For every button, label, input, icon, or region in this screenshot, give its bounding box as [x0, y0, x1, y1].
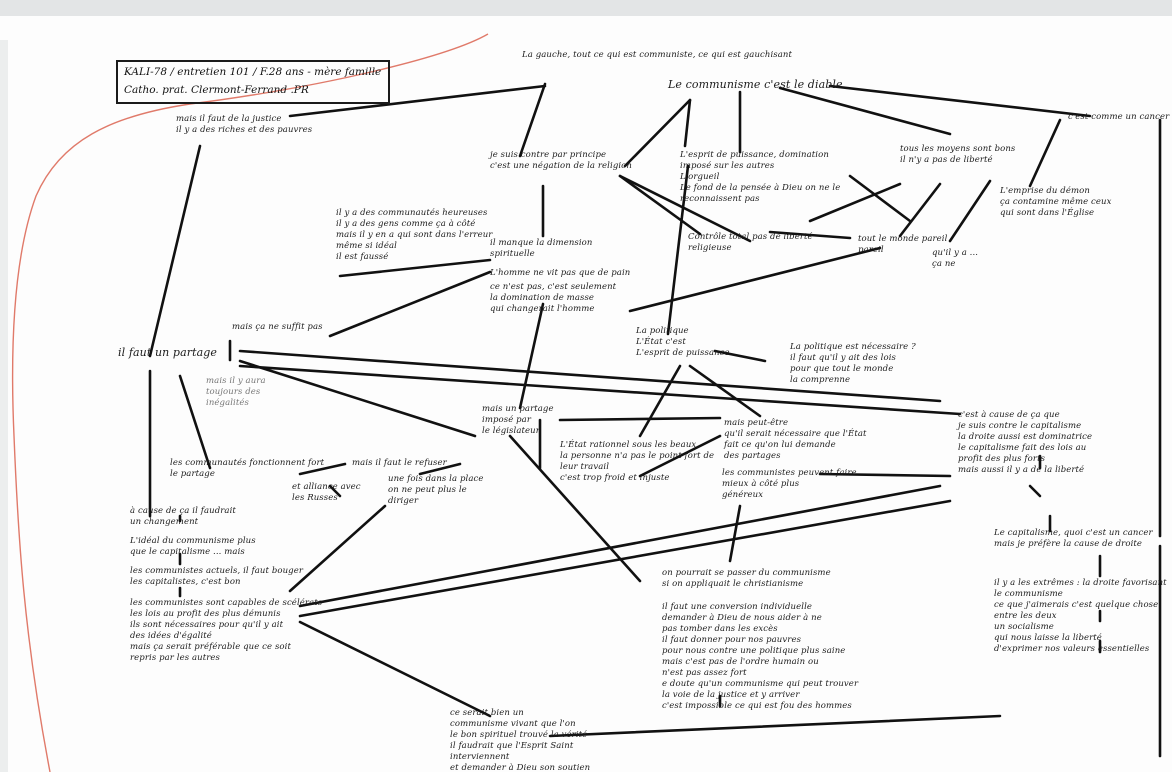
- note-christianisme: on pourrait se passer du communisme si o…: [662, 568, 831, 589]
- note-communautes-fonctionnent: les communautés fonctionnent fort le par…: [170, 458, 325, 479]
- note-emprise-demon: L'emprise du démon ça contamine même ceu…: [1000, 186, 1112, 218]
- note-faut-refuser: mais il faut le refuser: [352, 458, 447, 468]
- note-bottom-center: ce serait bien un communisme vivant que …: [450, 708, 591, 772]
- note-cause-capitalisme: c'est à cause de ça que je suis contre l…: [958, 410, 1093, 475]
- note-top-center: La gauche, tout ce qui est communiste, c…: [522, 50, 793, 60]
- note-communisme-diable: Le communisme c'est le diable: [668, 78, 843, 91]
- header-line-2: Catho. prat. Clermont-Ferrand .PR: [124, 84, 309, 96]
- note-mais-peut-etre: mais peut-être qu'il serait nécessaire q…: [724, 418, 867, 461]
- sheet-left-edge: [0, 40, 8, 772]
- note-politique-necessaire: La politique est nécessaire ? il faut qu…: [790, 342, 916, 385]
- connector-lines: [148, 82, 1162, 758]
- note-communautes-heureuses: il y a des communautés heureuses il y a …: [336, 208, 493, 262]
- note-communistes-actuels: les communistes actuels, il faut bouger …: [130, 566, 303, 587]
- note-controle-religieuse: Contrôle total pas de liberté religieuse: [688, 232, 813, 253]
- note-conversion: il faut une conversion individuelle dema…: [662, 602, 859, 711]
- note-gray-inegalites: mais il y aura toujours des inégalités: [206, 376, 266, 408]
- note-esprit-puissance: L'esprit de puissance, domination imposé…: [680, 150, 841, 204]
- note-politique-etat: La politique L'État c'est L'esprit de pu…: [636, 326, 730, 358]
- note-suffit-pas: mais ça ne suffit pas: [232, 322, 323, 332]
- note-faut-partage: il faut un partage: [118, 346, 218, 359]
- note-capitalisme-quoi: Le capitalisme, quoi c'est un cancer mai…: [994, 528, 1153, 549]
- note-bout-place: une fois dans la place on ne peut plus l…: [388, 474, 484, 506]
- header-box: KALI-78 / entretien 101 / F.28 ans - mèr…: [116, 60, 390, 104]
- note-alliance: et alliance avec les Russes: [292, 482, 361, 503]
- note-entre-deux: il y a les extrêmes : la droite favorisa…: [994, 578, 1167, 654]
- note-homme-pain: L'homme ne vit pas que de pain: [490, 268, 631, 278]
- note-yeux-ne: qu'il y a ... ça ne: [932, 248, 979, 269]
- header-line-1: KALI-78 / entretien 101 / F.28 ans - mèr…: [124, 66, 382, 78]
- note-comme-cancer: c'est comme un cancer: [1068, 112, 1170, 122]
- note-domination-masse: ce n'est pas, c'est seulement la dominat…: [490, 282, 617, 314]
- note-capables-scelerat: les communistes sont capables de scéléra…: [130, 598, 323, 663]
- red-margin-line: [11, 33, 489, 772]
- handwritten-mindmap-sheet: KALI-78 / entretien 101 / F.28 ans - mèr…: [0, 16, 1172, 772]
- note-justice: mais il faut de la justice il y a des ri…: [176, 114, 313, 135]
- note-etat-rationnel: L'État rationnel sous les beaux la perso…: [560, 440, 715, 483]
- note-changement: à cause de ça il faudrait un changement: [130, 506, 236, 527]
- note-dimension-spirituelle: il manque la dimension spirituelle: [490, 238, 593, 259]
- note-partage-imposer: mais un partage imposé par le législateu…: [482, 404, 554, 436]
- note-moyens-bons: tous les moyens sont bons il n'y a pas d…: [900, 144, 1016, 165]
- note-monde-pareil: tout le monde pareil pareil: [858, 234, 948, 255]
- note-ideal-communisme: L'idéal du communisme plus que le capita…: [130, 536, 256, 557]
- note-communistes-faire: les communistes peuvent faire mieux à cô…: [722, 468, 857, 500]
- note-contre-principe: je suis contre par principe c'est une né…: [490, 150, 632, 171]
